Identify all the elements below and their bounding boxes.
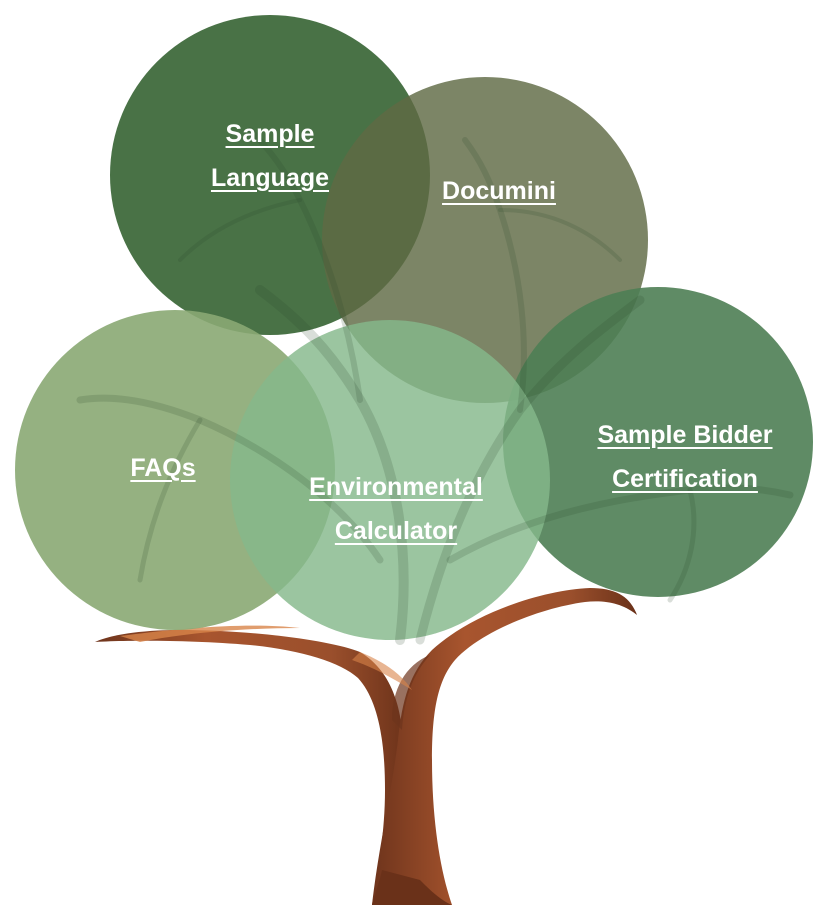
environmental-calculator-link-line2: Calculator (334, 517, 458, 545)
canopy-branches (76, 127, 794, 645)
sample-bidder-certification-link[interactable]: Sample Bidder Certification (578, 413, 792, 501)
canopy-circles (15, 15, 813, 640)
sample-language-link-line1: Sample (225, 120, 315, 148)
sample-bidder-certification-link-line1: Sample Bidder (597, 421, 773, 449)
circle-sample-bidder-certification (503, 287, 813, 597)
faqs-link-line1: FAQs (130, 454, 196, 482)
faqs-link[interactable]: FAQs (118, 446, 208, 490)
environmental-calculator-link[interactable]: Environmental Calculator (290, 465, 502, 553)
documini-link[interactable]: Documini (430, 169, 568, 213)
sample-language-link-line2: Language (210, 164, 330, 192)
environmental-calculator-link-line1: Environmental (309, 473, 483, 501)
circle-environmental-calculator (230, 320, 550, 640)
sample-bidder-certification-link-line2: Certification (612, 465, 758, 493)
tree-trunk (95, 588, 637, 905)
documini-link-line1: Documini (442, 177, 556, 205)
sample-language-link[interactable]: Sample Language (205, 112, 335, 200)
